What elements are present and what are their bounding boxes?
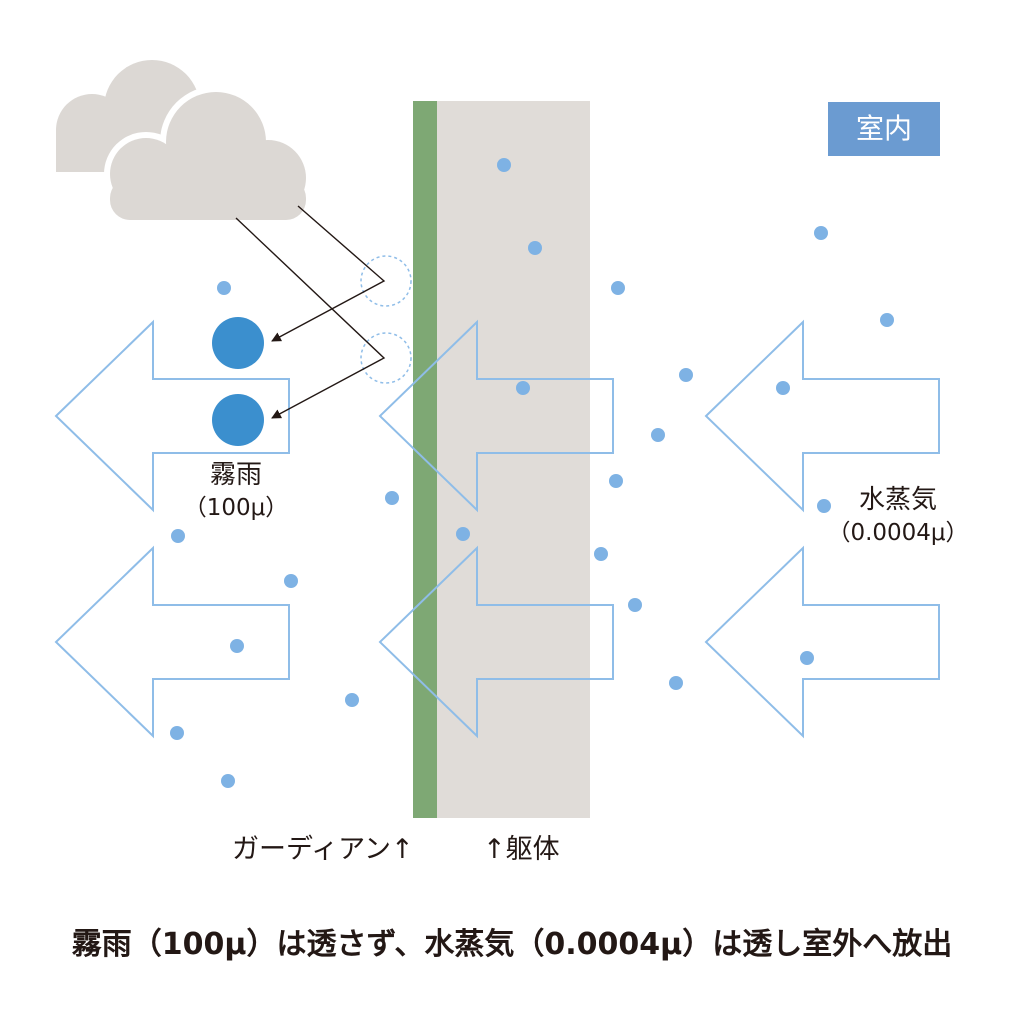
left-arrow-icon — [54, 319, 290, 513]
blocked-drop-outline — [360, 332, 412, 384]
rain-path-line — [235, 217, 386, 419]
rain-path-line — [271, 205, 386, 342]
wall-body — [437, 101, 590, 818]
vapor-particle — [345, 693, 359, 707]
vapor-particle — [594, 547, 608, 561]
vapor-particle — [385, 491, 399, 505]
left-arrow-icon — [704, 545, 940, 739]
vapor-particle — [817, 499, 831, 513]
vapor-particle — [171, 529, 185, 543]
vapor-particle — [611, 281, 625, 295]
blocked-drop-outline — [360, 255, 412, 307]
vapor-particle — [217, 281, 231, 295]
vapor-particle — [456, 527, 470, 541]
vapor-particle — [609, 474, 623, 488]
left-arrow-icon — [704, 319, 940, 513]
fog-label: 霧雨 — [209, 460, 263, 490]
vapor-label: 水蒸気 — [858, 485, 938, 515]
vapor-particle — [651, 428, 665, 442]
vapor-particle — [528, 241, 542, 255]
vapor-particle — [776, 381, 790, 395]
vapor-particle — [800, 651, 814, 665]
guardian-label: ガーディアン↑ — [232, 834, 414, 865]
vapor-particle — [230, 639, 244, 653]
fog-size-label: （100μ） — [183, 495, 289, 521]
vapor-particle — [284, 574, 298, 588]
vapor-particle — [679, 368, 693, 382]
left-arrow-icon — [54, 545, 290, 739]
vapor-particle — [221, 774, 235, 788]
vapor-size-label: （0.0004μ） — [827, 520, 969, 546]
fog-drop — [212, 394, 264, 446]
vapor-particle — [628, 598, 642, 612]
vapor-particle — [880, 313, 894, 327]
cloud-icon — [56, 60, 306, 220]
wall-body-label: ↑躯体 — [483, 834, 560, 865]
vapor-particle — [497, 158, 511, 172]
diagram-caption: 霧雨（100μ）は透さず、水蒸気（0.0004μ）は透し室外へ放出 — [71, 927, 953, 962]
fog-drop — [212, 317, 264, 369]
vapor-particle — [669, 676, 683, 690]
left-arrow-icon — [378, 545, 614, 739]
vapor-particle — [170, 726, 184, 740]
left-arrow-icon — [378, 319, 614, 513]
vapor-particle — [814, 226, 828, 240]
vapor-particle — [516, 381, 530, 395]
indoor-badge: 室内 — [828, 102, 940, 156]
